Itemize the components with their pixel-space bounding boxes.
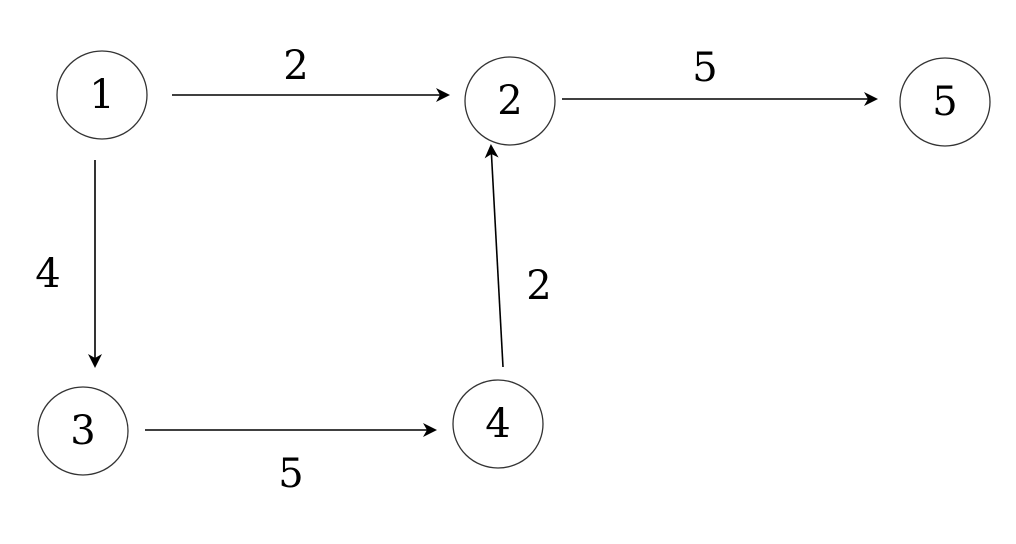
node-circle bbox=[899, 57, 991, 147]
node-circle bbox=[452, 379, 544, 469]
node-circle bbox=[464, 56, 556, 146]
node-3: 3 bbox=[37, 386, 129, 476]
edge-1-3: 4 bbox=[35, 160, 102, 368]
edge-weight-label: 5 bbox=[278, 451, 303, 497]
edge-3-4: 5 bbox=[145, 423, 437, 497]
node-5: 5 bbox=[899, 57, 991, 147]
node-2: 2 bbox=[464, 56, 556, 146]
edge-weight-label: 2 bbox=[526, 263, 551, 309]
edge-weight-label: 2 bbox=[283, 43, 308, 89]
node-label: 1 bbox=[89, 72, 114, 118]
node-4: 4 bbox=[452, 379, 544, 469]
node-circle bbox=[37, 386, 129, 476]
node-circle bbox=[56, 50, 148, 140]
edge-4-2: 2 bbox=[484, 144, 552, 368]
node-label: 5 bbox=[932, 79, 957, 125]
node-label: 4 bbox=[485, 401, 510, 447]
edge-1-2: 2 bbox=[172, 43, 450, 102]
node-label: 2 bbox=[497, 78, 522, 124]
edge-line bbox=[484, 144, 504, 368]
edge-2-5: 5 bbox=[562, 45, 878, 106]
edge-weight-label: 4 bbox=[35, 251, 60, 297]
node-1: 1 bbox=[56, 50, 148, 140]
node-label: 3 bbox=[70, 408, 95, 454]
edge-weight-label: 5 bbox=[692, 45, 717, 91]
